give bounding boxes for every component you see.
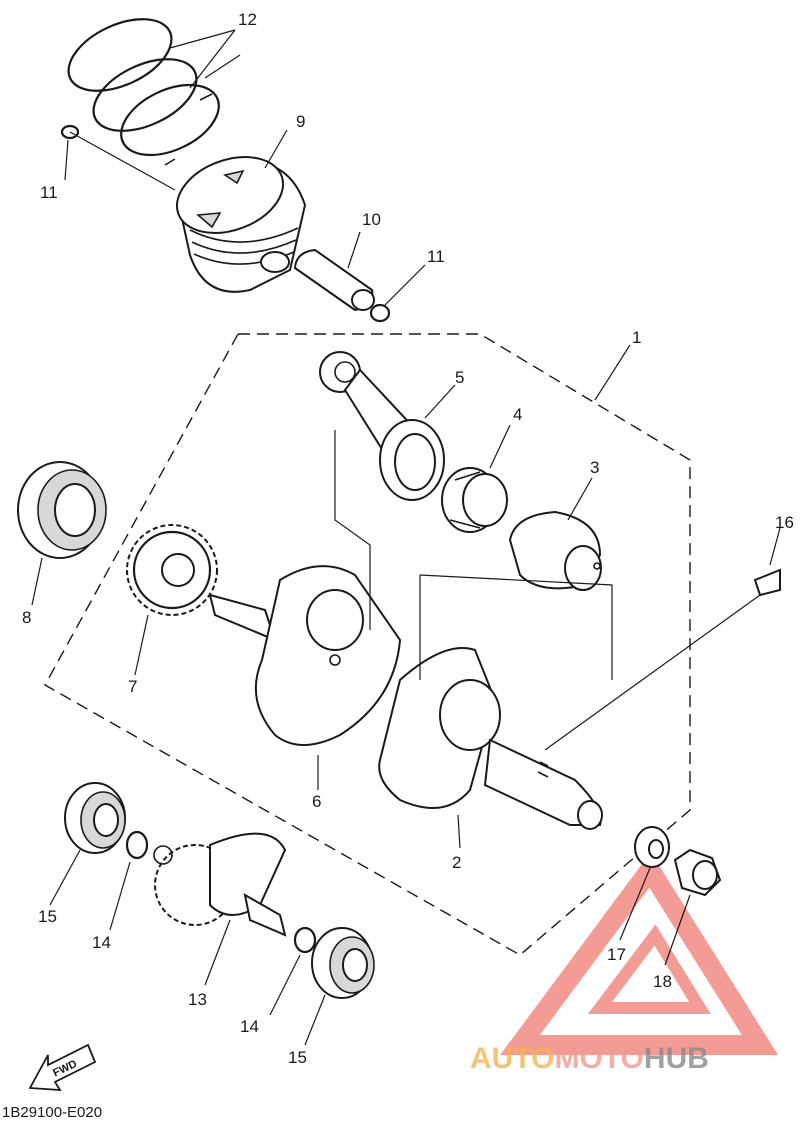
label-part-15b: 15: [288, 1048, 307, 1067]
svg-text:AUTOMOTOHUB: AUTOMOTOHUB: [470, 1042, 709, 1075]
balancer-shaft: [153, 832, 287, 937]
crankshaft-right: [378, 647, 603, 830]
woodruff-key: [753, 568, 781, 597]
label-part-2: 2: [452, 853, 461, 872]
label-part-18: 18: [653, 972, 672, 991]
crankshaft-left: [208, 565, 402, 746]
leader-lines: [31, 29, 781, 1046]
assembly-boundary-outline: [44, 333, 691, 956]
watermark-auto: AUTO: [470, 1042, 554, 1075]
label-part-14b: 14: [240, 1017, 259, 1036]
label-part-10: 10: [362, 210, 381, 229]
circlip-right: [369, 303, 391, 323]
watermark-logo: [500, 852, 779, 1055]
watermark-hub: HUB: [644, 1042, 709, 1075]
label-part-11a: 11: [40, 183, 58, 202]
drawing-code: 1B29100-E020: [2, 1104, 102, 1121]
label-part-7: 7: [128, 677, 137, 696]
label-part-16: 16: [775, 513, 794, 532]
watermark-moto: MOTO: [554, 1042, 643, 1075]
label-part-6: 6: [312, 792, 321, 811]
part-labels: 12 9 11 10 11 1 5 4 3 16 8 7 6 2 15 14 1…: [22, 10, 794, 1067]
balancer-circlip-right: [293, 926, 317, 954]
timing-gear: [126, 524, 218, 616]
label-part-8: 8: [22, 608, 31, 627]
piston-pin: [293, 248, 375, 312]
forward-direction-arrow: FWD: [28, 1043, 97, 1092]
balancer-circlip-left: [125, 830, 149, 860]
connecting-rod: [319, 351, 445, 501]
flange-nut: [673, 848, 722, 897]
label-part-17: 17: [607, 945, 626, 964]
needle-bearing: [441, 467, 508, 533]
label-part-1: 1: [632, 328, 641, 347]
bearing-left: [17, 461, 107, 559]
label-part-5: 5: [455, 368, 464, 387]
label-part-9: 9: [296, 112, 305, 131]
label-part-4: 4: [513, 405, 522, 424]
circlip-left: [60, 124, 80, 140]
balancer-bearing-right: [311, 927, 375, 999]
watermark-text: AUTOMOTOHUB: [470, 1042, 709, 1075]
washer: [634, 826, 670, 868]
label-part-14a: 14: [92, 933, 111, 952]
balancer-bearing-left: [64, 782, 126, 854]
label-part-12: 12: [238, 10, 257, 29]
piston: [175, 156, 307, 293]
label-part-13: 13: [188, 990, 207, 1009]
label-part-11b: 11: [427, 247, 445, 266]
piston-rings: [67, 18, 220, 166]
label-part-3: 3: [590, 458, 599, 477]
label-part-15a: 15: [38, 907, 57, 926]
crank-pin: [508, 510, 602, 591]
